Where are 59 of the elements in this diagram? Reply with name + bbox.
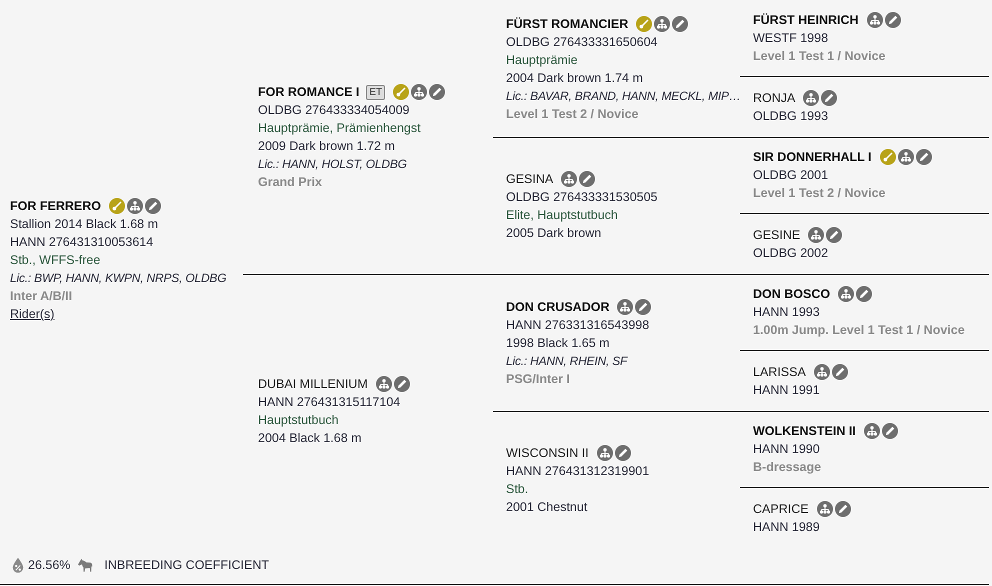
- licence-list: Lic.: BAVAR, BRAND, HANN, MECKL, MIP…: [506, 86, 740, 104]
- birth-details: 1998 Black 1.65 m: [506, 334, 611, 352]
- registration-number: HANN 276431310053614: [10, 234, 154, 251]
- performance-level: Level 1 Test 2 / Novice: [506, 106, 640, 122]
- horse-name: DON BOSCO: [753, 286, 830, 303]
- horse-name: DON CRUSADOR: [506, 298, 610, 316]
- birth-details: 2004 Black 1.68 m: [258, 430, 363, 447]
- birth-details: Stallion 2014 Black 1.68 m: [10, 216, 160, 233]
- performance-level: 1.00m Jump. Level 1 Test 1 / Novice: [753, 322, 966, 339]
- licence-list: Lic.: HANN, RHEIN, SF: [506, 352, 740, 370]
- studbook-year: WESTF 1998: [753, 30, 830, 47]
- horse-name: RONJA: [753, 90, 796, 106]
- horse-name: FÜRST HEINRICH: [753, 12, 859, 29]
- horse-name: FOR FERRERO: [10, 198, 101, 215]
- performance-level: PSG/Inter I: [506, 370, 571, 388]
- birth-details: 2009 Dark brown 1.72 m: [258, 138, 396, 155]
- rider-link: Rider(s): [10, 306, 54, 323]
- licence-list: Lic.: BWP, HANN, KWPN, NRPS, OLDBG: [10, 269, 245, 287]
- studbook-year: HANN 1990: [753, 441, 821, 458]
- studbook-year: HANN 1991: [753, 382, 821, 398]
- breeding-status: Hauptprämie, Prämienhengst: [258, 120, 422, 137]
- registration-number: OLDBG 276433331650604: [506, 34, 659, 50]
- registration-number: HANN 276431315117104: [258, 394, 402, 411]
- horse-name: CAPRICE: [753, 500, 809, 518]
- horse-name: LARISSA: [753, 364, 806, 380]
- horse-name: FOR ROMANCE I: [258, 84, 360, 101]
- breeding-status: Stb.: [506, 480, 530, 498]
- studbook-year: HANN 1993: [753, 304, 821, 321]
- registration-number: HANN 276331316543998: [506, 316, 650, 334]
- horse-name: SIR DONNERHALL I: [753, 149, 872, 166]
- horse-name: GESINE: [753, 226, 800, 244]
- inbreeding-value: 26.56%: [28, 557, 70, 574]
- registration-number: HANN 276431312319901: [506, 462, 650, 480]
- inbreeding-caption: INBREEDING COEFFICIENT: [104, 557, 269, 574]
- birth-details: 2004 Dark brown 1.74 m: [506, 70, 644, 86]
- studbook-year: HANN 1989: [753, 518, 821, 536]
- licence-list: Lic.: HANN, HOLST, OLDBG: [258, 155, 493, 173]
- birth-details: 2001 Chestnut: [506, 498, 588, 516]
- embryo-transfer-tag: ET: [366, 84, 386, 100]
- studbook-year: OLDBG 1993: [753, 108, 830, 124]
- horse-name: WOLKENSTEIN II: [753, 423, 856, 440]
- performance-level: Inter A/B/II: [10, 288, 74, 305]
- registration-number: OLDBG 276433331530505: [506, 188, 659, 206]
- horse-name: FÜRST ROMANCIER: [506, 16, 628, 32]
- studbook-year: OLDBG 2001: [753, 167, 830, 184]
- birth-details: 2005 Dark brown: [506, 224, 602, 242]
- registration-number: OLDBG 276433334054009: [258, 102, 411, 119]
- breeding-status: Hauptprämie: [506, 52, 579, 68]
- horse-name: WISCONSIN II: [506, 444, 589, 462]
- breeding-status: Stb., WFFS-free: [10, 252, 102, 269]
- breeding-status: Elite, Hauptstutbuch: [506, 206, 619, 224]
- studbook-year: OLDBG 2002: [753, 244, 830, 262]
- breeding-status: Hauptstutbuch: [258, 412, 340, 429]
- horse-name: DUBAI MILLENIUM: [258, 376, 368, 393]
- performance-level: B-dressage: [753, 459, 822, 476]
- performance-level: Level 1 Test 1 / Novice: [753, 48, 886, 65]
- performance-level: Level 1 Test 2 / Novice: [753, 185, 886, 202]
- horse-name: GESINA: [506, 170, 554, 188]
- performance-level: Grand Prix: [258, 174, 323, 191]
